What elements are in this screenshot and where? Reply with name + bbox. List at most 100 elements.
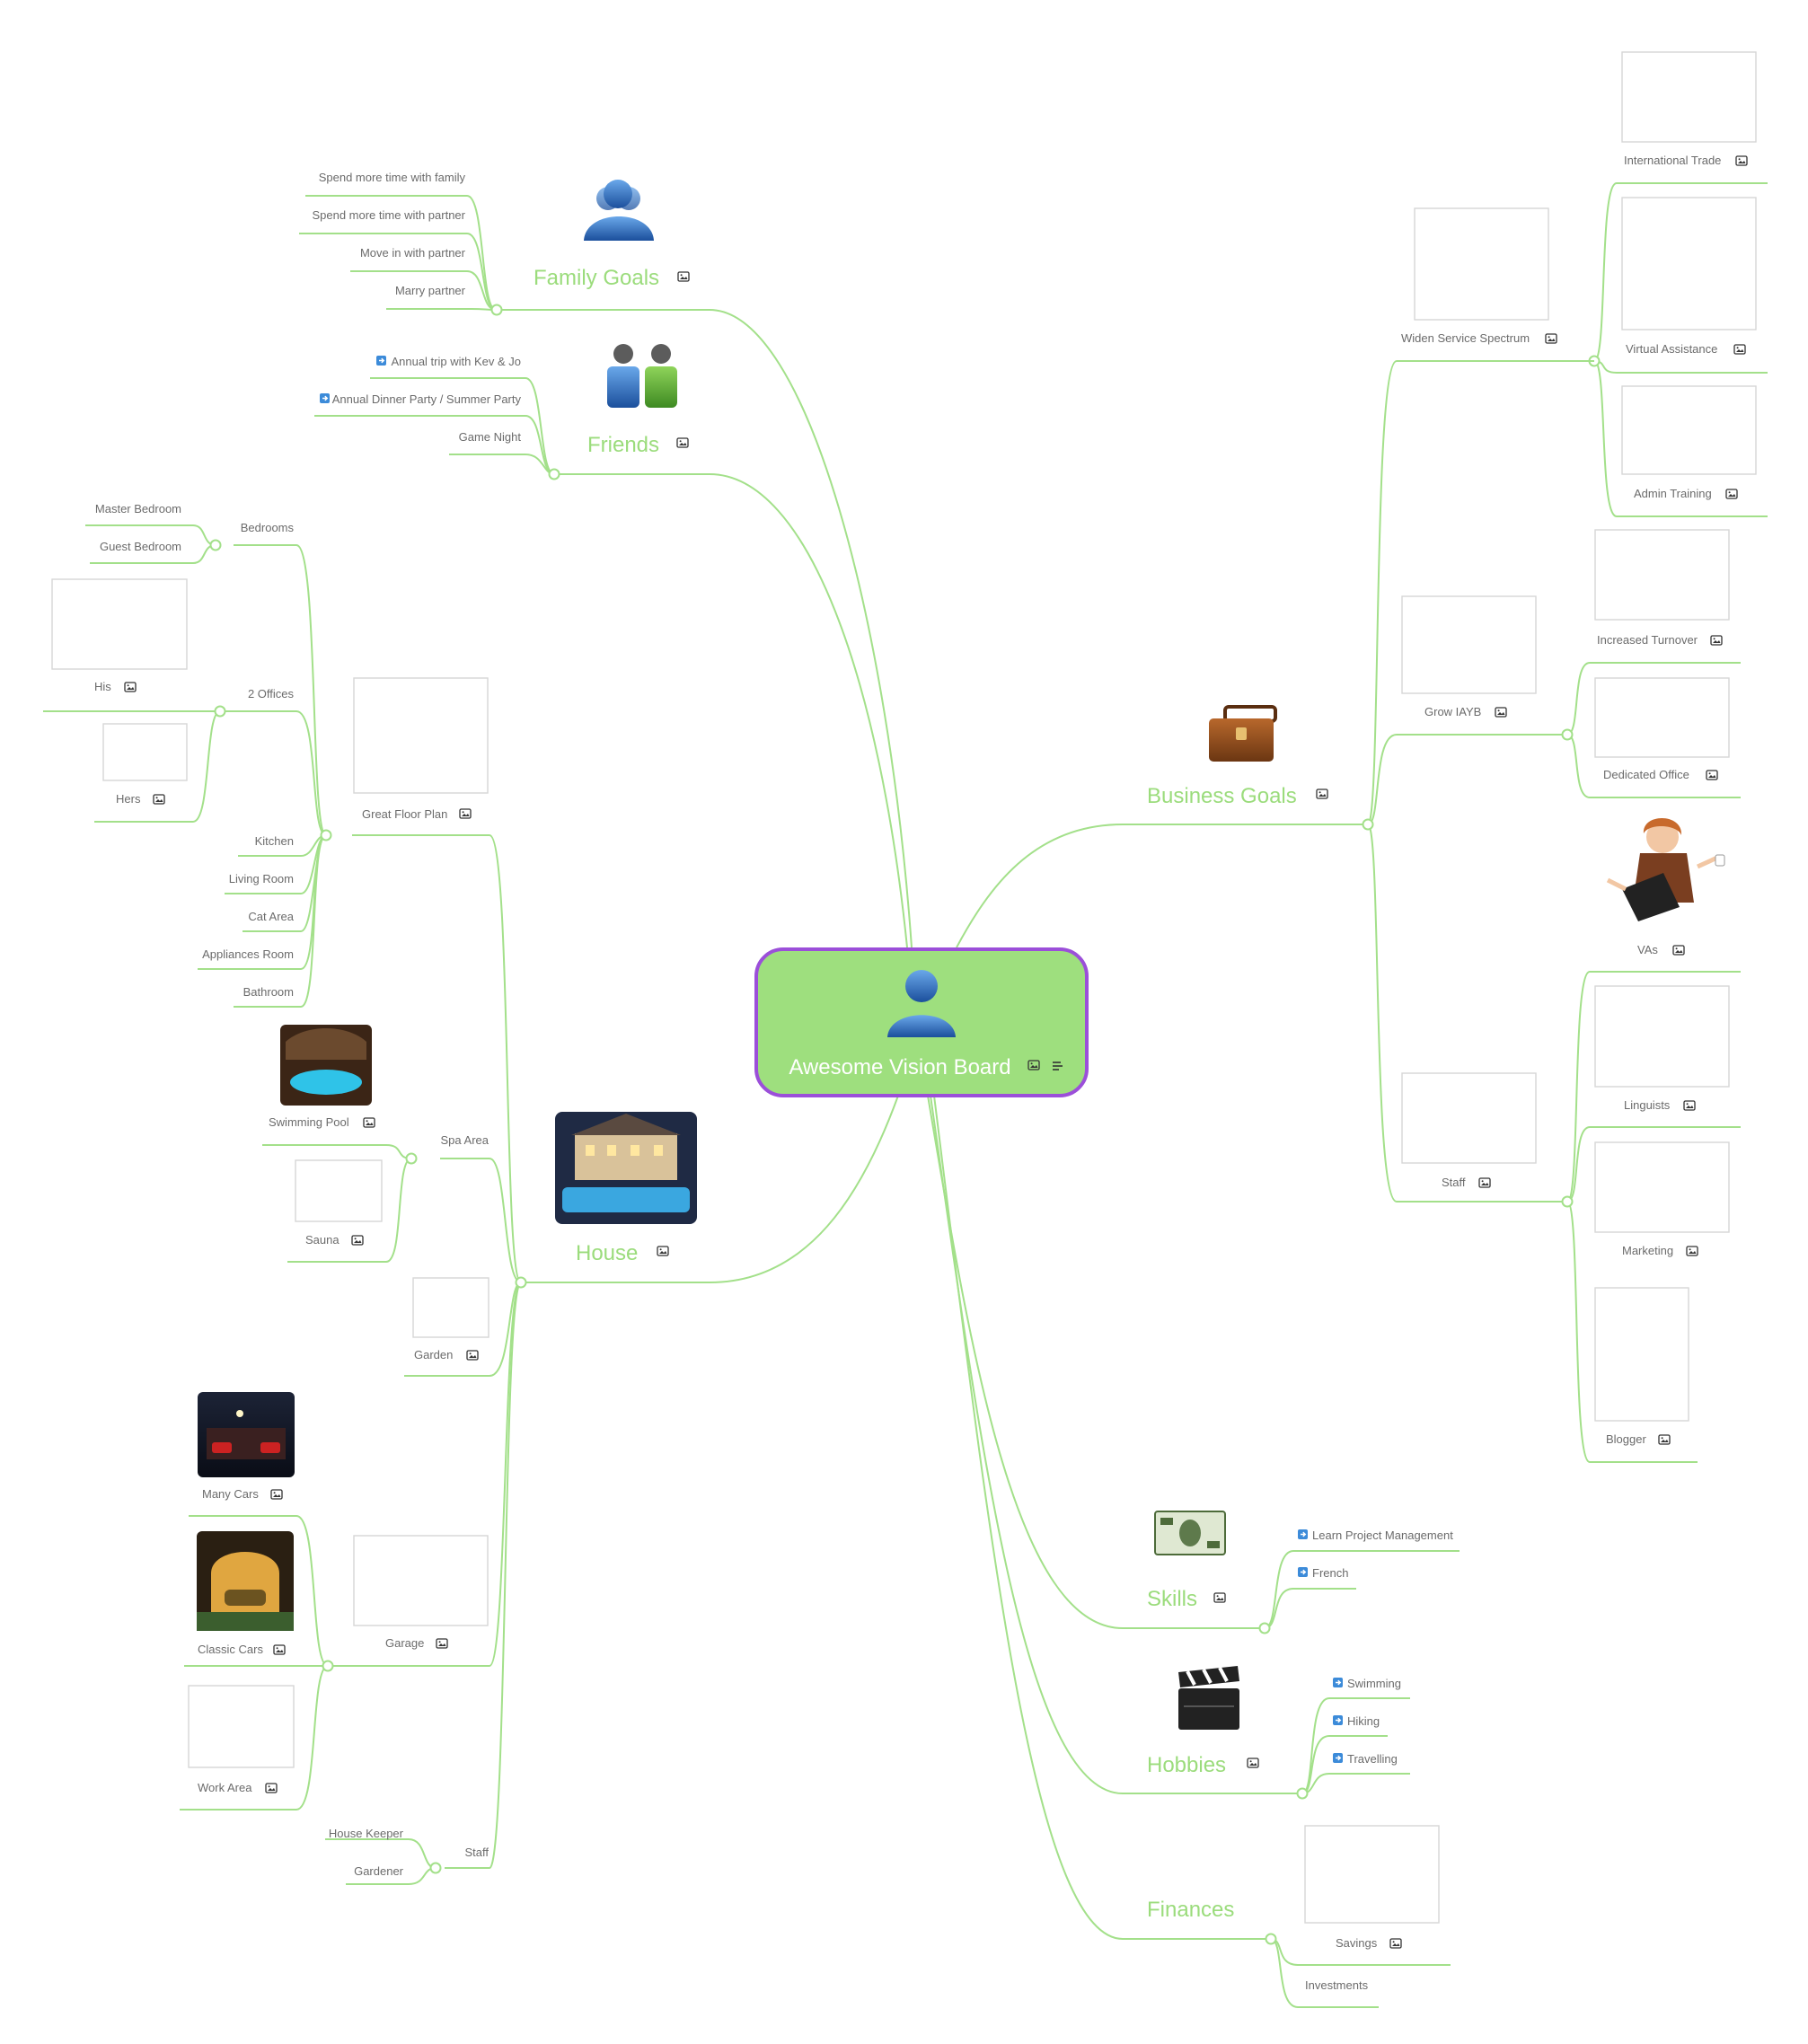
room-item[interactable]: Kitchen: [255, 834, 294, 848]
grow-item[interactable]: Increased Turnover: [1597, 633, 1698, 647]
finance-item[interactable]: Investments: [1305, 1978, 1369, 1992]
bedroom-item[interactable]: Master Bedroom: [95, 502, 181, 515]
topic-skills[interactable]: Skills: [1147, 1511, 1226, 1611]
arrow-link-icon[interactable]: [1332, 1752, 1344, 1764]
hobby-item[interactable]: Hiking: [1347, 1714, 1380, 1728]
arrow-link-icon[interactable]: [1332, 1714, 1344, 1726]
business-staff-item[interactable]: Blogger: [1606, 1432, 1646, 1446]
image-icon[interactable]: [1683, 1100, 1696, 1111]
topic-business-goals[interactable]: Business Goals: [1147, 705, 1328, 808]
his-office-image[interactable]: [51, 578, 188, 670]
family-item[interactable]: Spend more time with partner: [312, 208, 465, 222]
admin-training-image[interactable]: [1621, 385, 1757, 475]
offices-label[interactable]: 2 Offices: [248, 687, 295, 700]
garden-image[interactable]: [412, 1277, 489, 1338]
spa-item[interactable]: Sauna: [305, 1233, 340, 1247]
image-icon[interactable]: [1213, 1592, 1226, 1603]
house-staff-label[interactable]: Staff: [464, 1846, 489, 1859]
finance-item[interactable]: Savings: [1336, 1936, 1378, 1950]
image-icon[interactable]: [1706, 770, 1718, 780]
house-staff-item[interactable]: House Keeper: [329, 1827, 404, 1840]
image-icon[interactable]: [1735, 155, 1748, 166]
notes-icon[interactable]: [1053, 1062, 1063, 1070]
widen-item[interactable]: Admin Training: [1634, 487, 1712, 500]
garage-item[interactable]: Many Cars: [202, 1487, 259, 1501]
business-staff-item[interactable]: Linguists: [1624, 1098, 1671, 1112]
savings-image[interactable]: [1304, 1825, 1440, 1924]
widen-image[interactable]: [1414, 207, 1549, 321]
image-icon[interactable]: [657, 1246, 669, 1256]
friends-item[interactable]: Annual Dinner Party / Summer Party: [332, 392, 522, 406]
room-item[interactable]: Cat Area: [248, 910, 294, 923]
dedicated-office-image[interactable]: [1594, 677, 1730, 758]
image-icon[interactable]: [1495, 707, 1507, 718]
vas-illustration[interactable]: [1606, 817, 1725, 921]
room-item[interactable]: Living Room: [229, 872, 294, 885]
many-cars-photo[interactable]: [198, 1392, 295, 1477]
room-item[interactable]: Appliances Room: [202, 947, 294, 961]
increased-turnover-image[interactable]: [1594, 529, 1730, 621]
room-item[interactable]: Bathroom: [243, 985, 294, 999]
image-icon[interactable]: [153, 794, 165, 805]
business-staff-item[interactable]: Marketing: [1622, 1244, 1673, 1257]
image-icon[interactable]: [436, 1638, 448, 1649]
grow-item[interactable]: Dedicated Office: [1603, 768, 1689, 781]
arrow-link-icon[interactable]: [1332, 1677, 1344, 1688]
sauna-image[interactable]: [295, 1159, 383, 1222]
grow-label[interactable]: Grow IAYB: [1424, 705, 1481, 718]
image-icon[interactable]: [124, 682, 137, 692]
image-icon[interactable]: [1733, 344, 1746, 355]
bedrooms-label[interactable]: Bedrooms: [241, 521, 295, 534]
skill-item[interactable]: French: [1312, 1566, 1348, 1580]
friends-item[interactable]: Game Night: [459, 430, 522, 444]
garage-item[interactable]: Classic Cars: [198, 1643, 263, 1656]
friends-item[interactable]: Annual trip with Kev & Jo: [391, 355, 521, 368]
grow-image[interactable]: [1401, 595, 1537, 694]
image-icon[interactable]: [1389, 1938, 1402, 1949]
image-icon[interactable]: [363, 1117, 375, 1128]
house-staff-item[interactable]: Gardener: [354, 1864, 404, 1878]
topic-hobbies[interactable]: Hobbies: [1147, 1666, 1259, 1777]
hobby-item[interactable]: Swimming: [1347, 1677, 1401, 1690]
image-icon[interactable]: [351, 1235, 364, 1246]
image-icon[interactable]: [459, 808, 472, 819]
skill-item[interactable]: Learn Project Management: [1312, 1529, 1453, 1542]
office-item[interactable]: His: [94, 680, 111, 693]
root-node[interactable]: Awesome Vision Board: [754, 947, 1089, 1097]
image-icon[interactable]: [677, 271, 690, 282]
image-icon[interactable]: [1710, 635, 1723, 646]
image-icon[interactable]: [1478, 1177, 1491, 1188]
image-icon[interactable]: [1725, 489, 1738, 499]
arrow-link-icon[interactable]: [375, 355, 387, 366]
image-icon[interactable]: [1316, 789, 1328, 799]
bedroom-item[interactable]: Guest Bedroom: [100, 540, 181, 553]
topic-finances[interactable]: Finances: [1147, 1898, 1234, 1922]
family-item[interactable]: Move in with partner: [360, 246, 466, 260]
image-icon[interactable]: [1247, 1758, 1259, 1768]
floor-plan-image[interactable]: [353, 677, 489, 794]
arrow-link-icon[interactable]: [1297, 1529, 1309, 1540]
image-icon[interactable]: [265, 1783, 278, 1793]
arrow-link-icon[interactable]: [319, 392, 331, 404]
office-item[interactable]: Hers: [116, 792, 141, 806]
hobby-item[interactable]: Travelling: [1347, 1752, 1398, 1766]
garage-item[interactable]: Work Area: [198, 1781, 252, 1794]
family-item[interactable]: Spend more time with family: [319, 171, 466, 184]
international-trade-image[interactable]: [1621, 51, 1757, 143]
hers-office-image[interactable]: [102, 723, 188, 781]
spa-area-label[interactable]: Spa Area: [441, 1133, 489, 1147]
vas-label[interactable]: VAs: [1637, 943, 1658, 956]
classic-cars-photo[interactable]: [197, 1531, 294, 1631]
image-icon[interactable]: [1658, 1434, 1671, 1445]
spa-item[interactable]: Swimming Pool: [269, 1115, 349, 1129]
linguists-image[interactable]: [1594, 985, 1730, 1088]
garage-image[interactable]: [353, 1535, 489, 1626]
image-icon[interactable]: [1545, 333, 1557, 344]
floor-plan-label[interactable]: Great Floor Plan: [362, 807, 447, 821]
image-icon[interactable]: [1686, 1246, 1698, 1256]
image-icon[interactable]: [273, 1644, 286, 1655]
topic-family-goals[interactable]: Family Goals: [534, 180, 690, 290]
swimming-pool-photo[interactable]: [280, 1025, 372, 1106]
image-icon[interactable]: [1672, 945, 1685, 956]
widen-label[interactable]: Widen Service Spectrum: [1401, 331, 1530, 345]
